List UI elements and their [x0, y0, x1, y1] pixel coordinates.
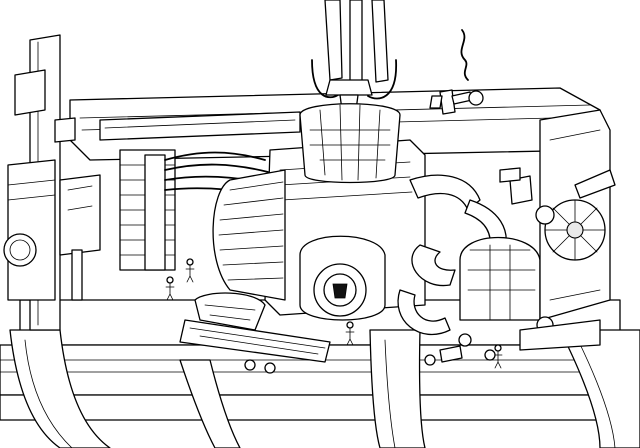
floating-wrench-icon [429, 29, 484, 115]
turbine-housing [212, 169, 286, 301]
intake-port [299, 235, 386, 321]
machine-chassis [0, 87, 640, 421]
ladder-frame [119, 149, 176, 271]
hanging-cables [311, 0, 397, 100]
wooden-plank [179, 292, 331, 363]
gear-assembly [459, 109, 616, 351]
left-frame [3, 34, 101, 331]
curved-rails [9, 329, 640, 448]
bolts-and-fittings [244, 167, 533, 374]
tiny-figures [165, 258, 503, 369]
